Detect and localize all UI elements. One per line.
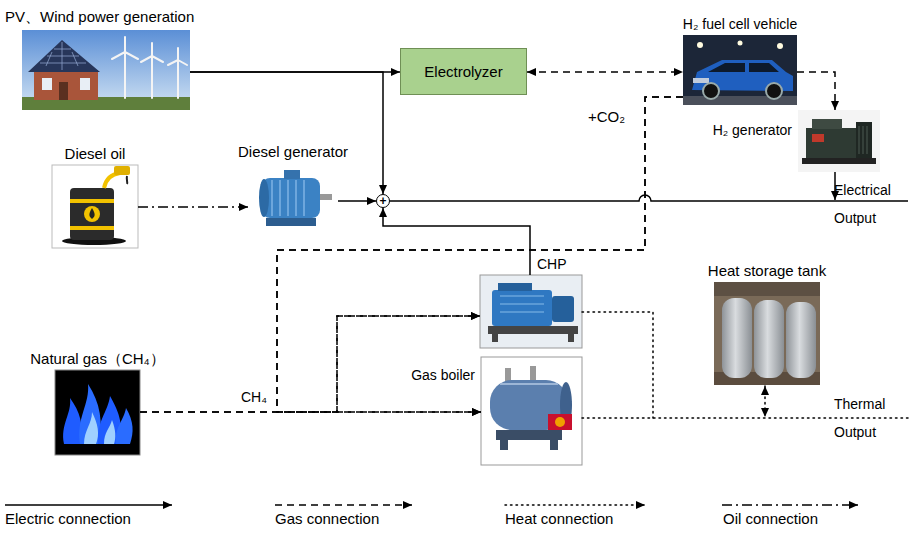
pv-wind-node: PV、Wind power generation (22, 30, 190, 110)
electrical-output-label: Electrical Output (834, 176, 906, 232)
heat-storage-tank-node: Heat storage tank (714, 282, 820, 385)
sum-junction: + (376, 194, 390, 208)
node-label: Diesel oil (65, 145, 126, 162)
chp-picture (480, 275, 582, 348)
natural-gas-node: Natural gas（CH₄） (55, 370, 140, 455)
legend-heat-sample (505, 504, 645, 506)
chp-heat-line (582, 312, 653, 418)
gas-boiler-picture (481, 357, 582, 465)
h2-generator-picture (798, 110, 880, 172)
connector (338, 200, 376, 202)
legend-samples (5, 504, 858, 506)
ch4-label: CH₄ (241, 389, 267, 405)
node-label: Heat storage tank (708, 262, 826, 279)
fuel-cell-vehicle-node: H₂ fuel cell vehicle (683, 35, 797, 105)
natural-gas-picture (55, 370, 140, 455)
thermal-output-line (582, 417, 908, 419)
connector (527, 71, 683, 73)
legend-text: Gas connection (275, 510, 379, 528)
node-label: Gas boiler (411, 367, 475, 383)
connector (190, 72, 383, 194)
tank-heat-line (764, 386, 766, 417)
heat-storage-tank-picture (714, 282, 820, 385)
node-label: PV、Wind power generation (5, 8, 194, 25)
node-label: H₂ generator (713, 122, 792, 138)
thermal-output-label: Thermal Output (834, 390, 906, 446)
legend-electric-sample (5, 504, 172, 506)
legend-oil-sample (722, 504, 858, 506)
pv-wind-picture (22, 30, 190, 110)
diesel-generator-node: Diesel generator (248, 163, 338, 235)
connector (383, 208, 530, 275)
electrolyzer-box: Electrolyzer (400, 48, 527, 95)
sum-sign: + (379, 195, 386, 207)
electrical-output-line (390, 195, 908, 201)
node-label: CHP (537, 256, 567, 272)
h2-generator-node: H₂ generator (798, 110, 880, 172)
co2-label: +CO₂ (588, 108, 625, 125)
diesel-oil-node: Diesel oil (52, 165, 138, 248)
node-label: Diesel generator (238, 143, 348, 160)
gas-boiler-node: Gas boiler (481, 357, 582, 465)
connector (140, 316, 480, 412)
node-label: H₂ fuel cell vehicle (683, 16, 797, 32)
node-label: Natural gas（CH₄） (30, 350, 165, 367)
output-wires (390, 172, 908, 418)
connector (797, 72, 835, 110)
legend-gas-sample (275, 504, 412, 506)
legend-text: Heat connection (505, 510, 613, 528)
box-label: Electrolyzer (424, 64, 502, 79)
fuel-cell-vehicle-picture (683, 35, 797, 105)
diesel-oil-picture (52, 165, 138, 248)
legend-text: Oil connection (723, 510, 818, 528)
connector (138, 206, 248, 208)
diesel-generator-picture (248, 163, 338, 235)
chp-node: CHP (480, 275, 582, 348)
legend-text: Electric connection (5, 510, 131, 528)
